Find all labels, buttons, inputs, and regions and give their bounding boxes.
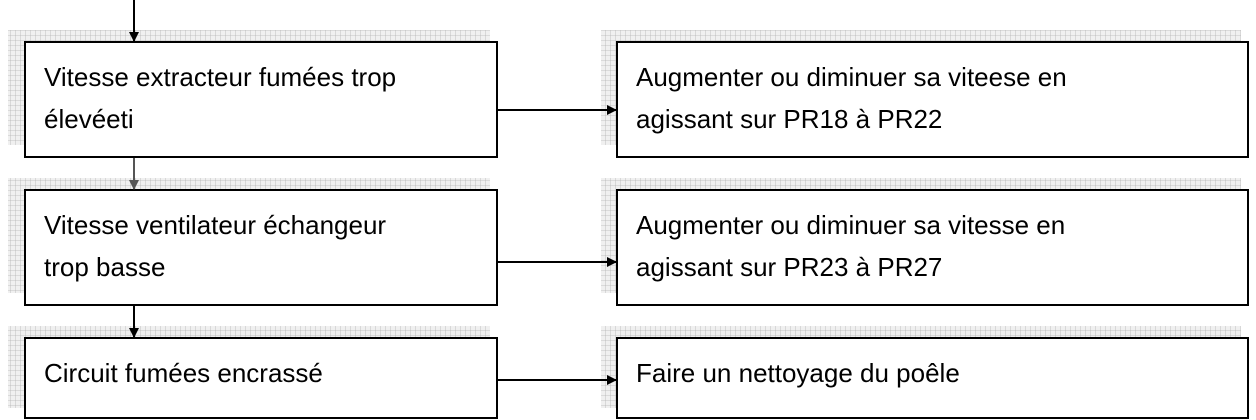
remedy-2-box	[616, 189, 1249, 306]
cause-1-line-1: Vitesse extracteur fumées trop	[44, 62, 396, 92]
cause-2-line-2: trop basse	[44, 252, 165, 282]
cause-2-line-1: Vitesse ventilateur échangeur	[44, 210, 386, 240]
cause-1-box	[24, 41, 498, 158]
cause-2-box	[24, 189, 498, 306]
remedy-1-box	[616, 41, 1249, 158]
cause-3-box	[24, 337, 498, 419]
remedy-1-line-1: Augmenter ou diminuer sa viteese en	[636, 62, 1067, 92]
remedy-1-line-2: agissant sur PR18 à PR22	[636, 104, 942, 134]
remedy-2-line-2: agissant sur PR23 à PR27	[636, 252, 942, 282]
remedy-3-box	[616, 337, 1249, 419]
cause-1-line-2: élevéeti	[44, 104, 134, 134]
cause-3-line-1: Circuit fumées encrassé	[44, 358, 323, 388]
remedy-2-line-1: Augmenter ou diminuer sa vitesse en	[636, 210, 1065, 240]
remedy-3-line-1: Faire un nettoyage du poêle	[636, 358, 960, 388]
